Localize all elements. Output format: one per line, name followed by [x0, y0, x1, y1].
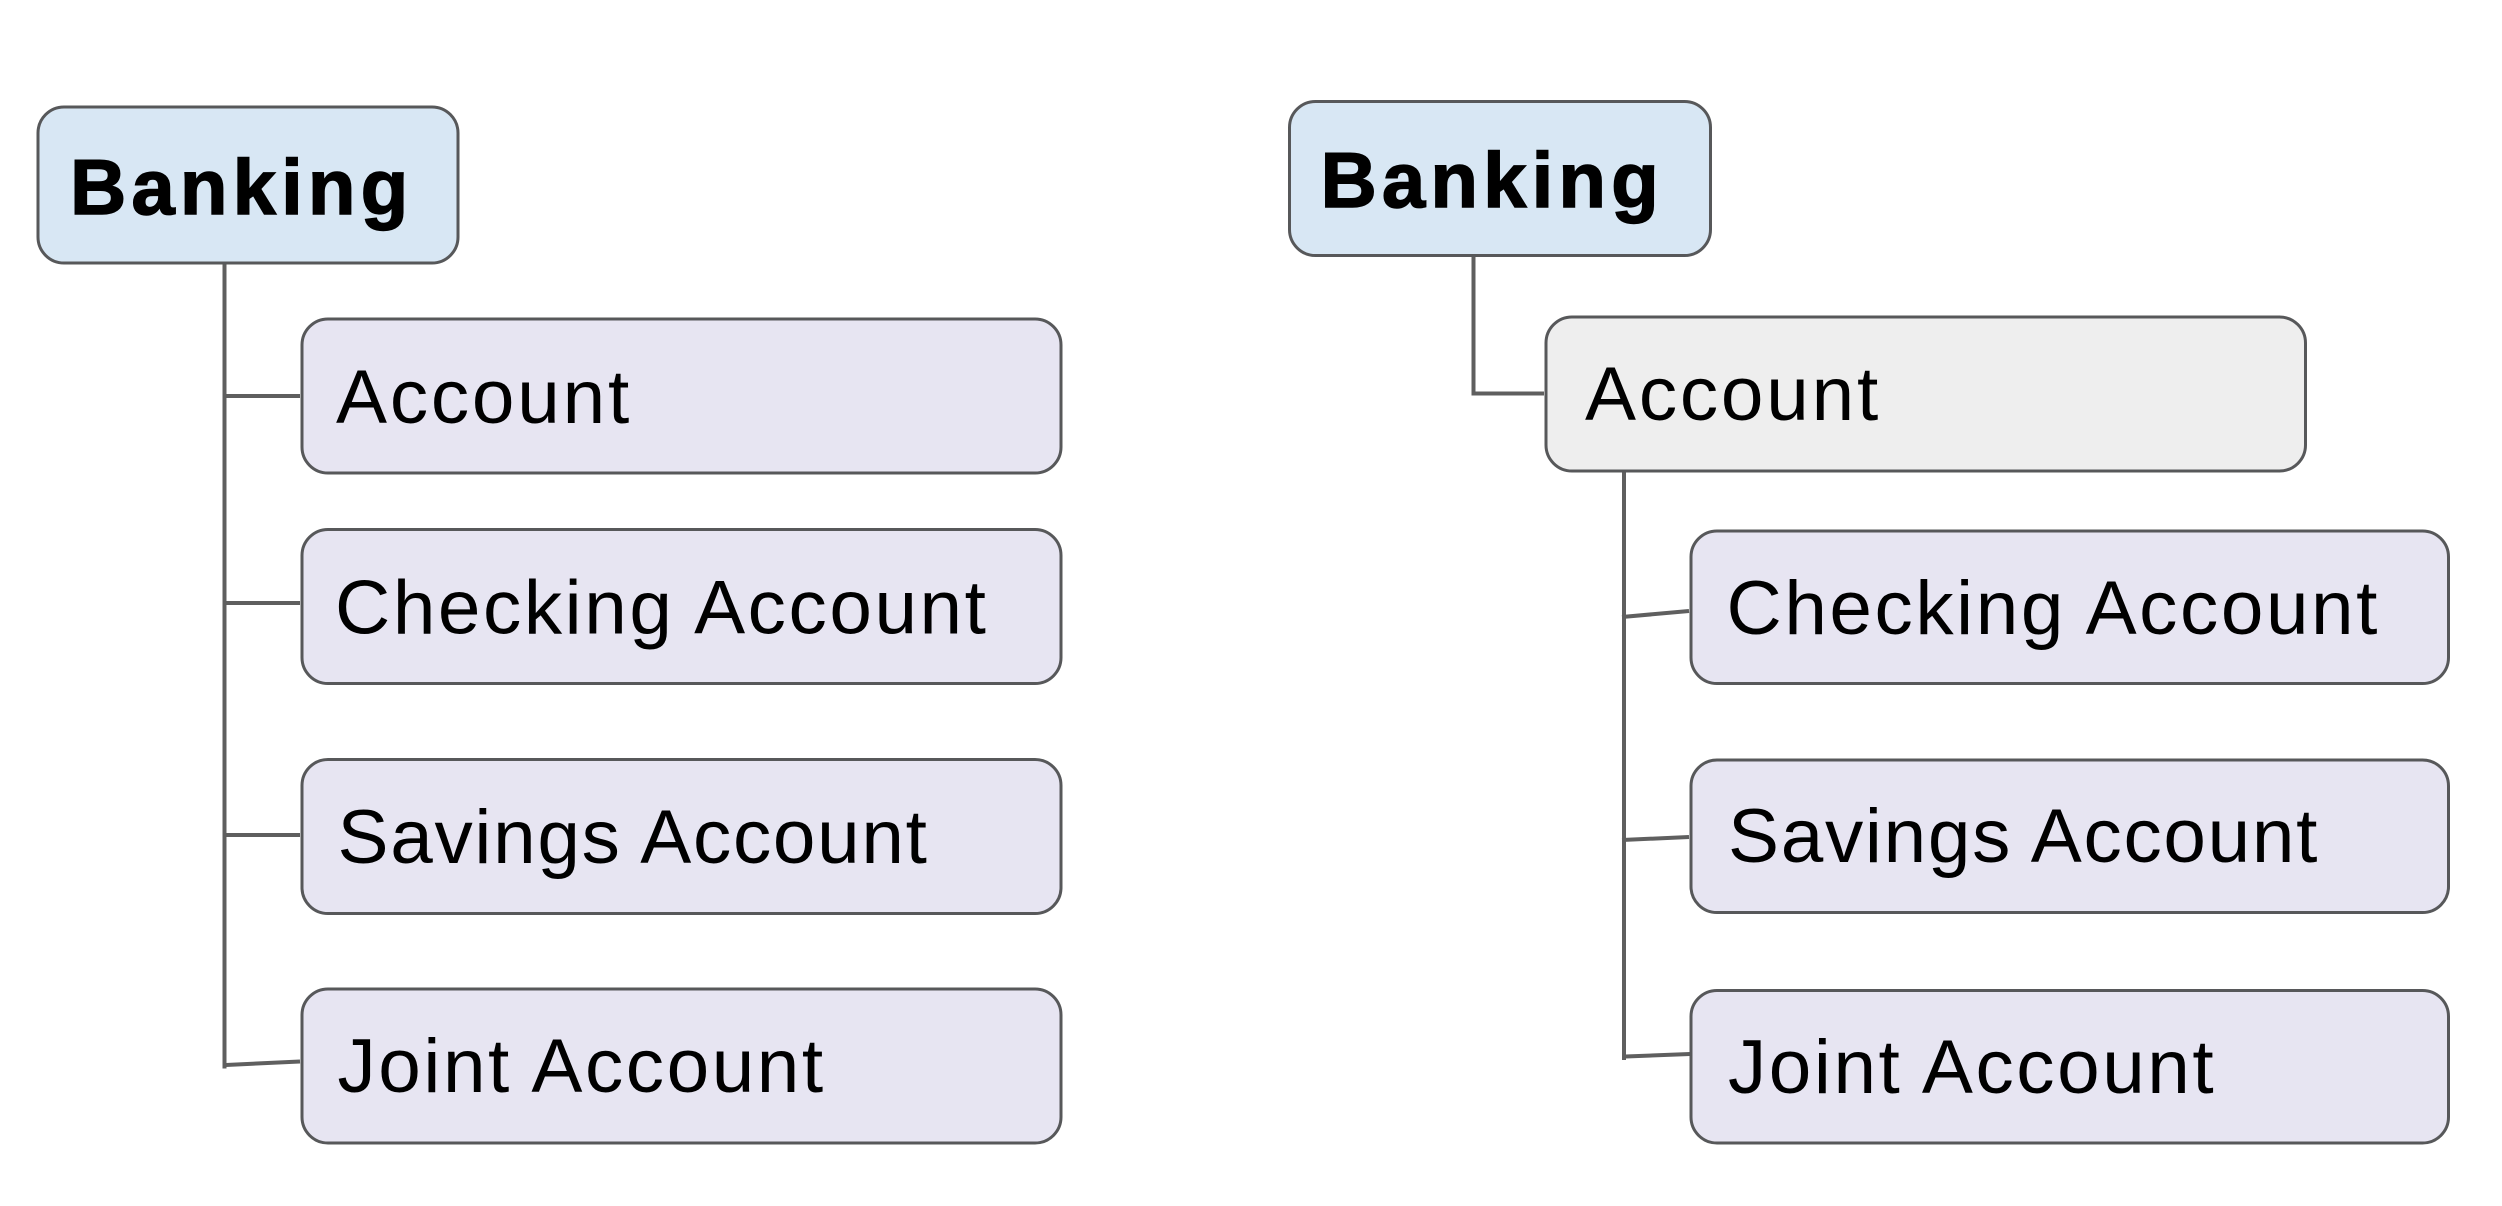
- svg-text:Joint Account: Joint Account: [338, 1024, 826, 1109]
- svg-text:Account: Account: [1585, 352, 1881, 437]
- svg-text:Joint Account: Joint Account: [1728, 1025, 2216, 1110]
- svg-text:Savings Account: Savings Account: [1728, 794, 2319, 879]
- svg-text:Banking: Banking: [70, 143, 413, 231]
- svg-text:Savings Account: Savings Account: [338, 795, 929, 880]
- svg-text:Checking Account: Checking Account: [1727, 566, 2381, 651]
- svg-text:Checking Account: Checking Account: [335, 566, 989, 651]
- svg-text:Banking: Banking: [1321, 136, 1664, 224]
- svg-text:Account: Account: [336, 355, 632, 440]
